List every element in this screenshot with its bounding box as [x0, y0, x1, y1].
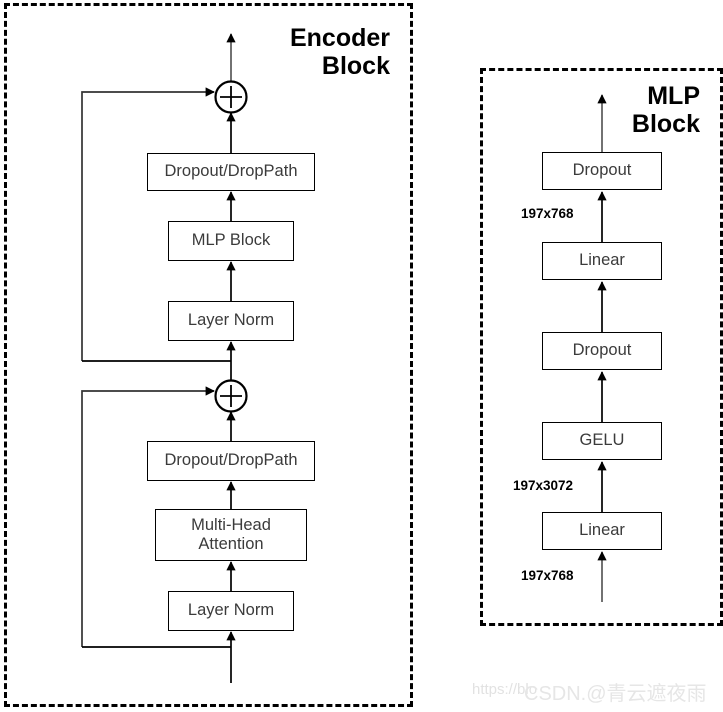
- encoder-block-title: Encoder Block: [289, 24, 390, 80]
- node-mlp-gelu[interactable]: GELU: [542, 422, 662, 460]
- mlp-block-title: MLP Block: [631, 82, 700, 138]
- dim-label-input: 197x768: [521, 568, 574, 583]
- watermark: https://blo CSDN.@青云遮夜雨: [472, 676, 723, 705]
- node-multi-head-attention[interactable]: Multi-Head Attention: [155, 509, 307, 561]
- node-mlp-dropout-mid[interactable]: Dropout: [542, 332, 662, 370]
- watermark-brand: CSDN.@青云遮夜雨: [524, 683, 707, 705]
- node-dropout-droppath-top[interactable]: Dropout/DropPath: [147, 153, 315, 191]
- dim-label-after-linear-top: 197x768: [521, 206, 574, 221]
- node-mlp-linear-bottom[interactable]: Linear: [542, 512, 662, 550]
- dim-label-after-linear-bottom: 197x3072: [513, 478, 574, 493]
- node-layer-norm-bottom[interactable]: Layer Norm: [168, 591, 294, 631]
- node-mlp-linear-top[interactable]: Linear: [542, 242, 662, 280]
- mlp-block-panel: [480, 68, 723, 626]
- node-mlp-block[interactable]: MLP Block: [168, 221, 294, 261]
- node-dropout-droppath-bottom[interactable]: Dropout/DropPath: [147, 441, 315, 481]
- node-layer-norm-top[interactable]: Layer Norm: [168, 301, 294, 341]
- node-mlp-dropout-top[interactable]: Dropout: [542, 152, 662, 190]
- watermark-url: https://blo: [472, 681, 538, 698]
- encoder-block-panel: [4, 3, 413, 707]
